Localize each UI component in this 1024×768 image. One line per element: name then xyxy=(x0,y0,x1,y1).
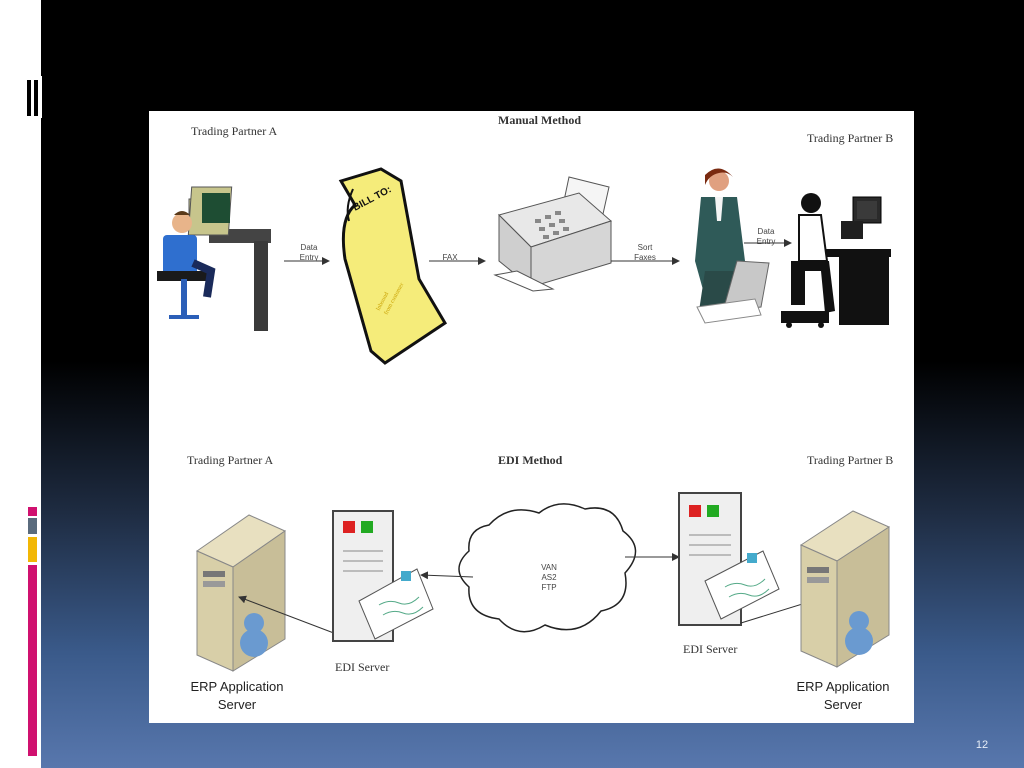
diagram-graphics: BILL TO: Inbound from customer xyxy=(157,167,891,672)
sort-faxes-label: Sort Faxes xyxy=(634,243,656,262)
data-entry-person-icon xyxy=(781,193,891,328)
erp-label-right: ERP Application Server xyxy=(796,679,890,712)
title-decoration-slot-2 xyxy=(34,80,38,116)
slide-page-number: 12 xyxy=(975,739,989,751)
edi-method-title: EDI Method xyxy=(498,453,563,467)
erp-server-right-icon xyxy=(799,510,891,668)
accent-bar-gold xyxy=(28,537,37,562)
manual-partner-a-label: Trading Partner A xyxy=(191,124,278,138)
accent-bar-magenta-2 xyxy=(28,565,37,756)
accent-bar-slate xyxy=(28,518,37,534)
manual-method-title: Manual Method xyxy=(498,113,582,127)
data-entry-label-2: Data Entry xyxy=(756,227,776,246)
arrow-cloud-to-edi-left xyxy=(420,571,474,580)
fax-machine-icon xyxy=(493,176,612,292)
title-decoration-slot xyxy=(27,80,31,116)
workstation-person-icon xyxy=(157,186,271,331)
bill-document-icon xyxy=(338,167,448,365)
network-cloud-icon xyxy=(458,503,637,633)
office-worker-icon xyxy=(695,168,770,324)
arrow-edi-to-erp-left xyxy=(238,595,340,636)
edi-partner-b-label: Trading Partner B xyxy=(807,453,894,467)
edi-server-right-icon xyxy=(678,492,780,626)
manual-partner-b-label: Trading Partner B xyxy=(807,131,894,145)
edi-server-left-icon xyxy=(332,510,434,642)
data-entry-label-1: Data Entry xyxy=(299,243,319,262)
erp-server-left-icon xyxy=(195,514,287,672)
edi-comparison-diagram: BILL TO: Inbound from customer xyxy=(149,111,914,723)
fax-label: FAX xyxy=(442,253,458,262)
erp-label-left: ERP Application Server xyxy=(190,679,284,712)
edi-partner-a-label: Trading Partner A xyxy=(187,453,274,467)
cloud-protocols-label: VAN AS2 FTP xyxy=(541,563,557,592)
accent-bar-magenta-1 xyxy=(28,507,37,516)
title-decoration-white xyxy=(22,76,42,118)
edi-server-label-right: EDI Server xyxy=(683,642,738,656)
edi-server-label-left: EDI Server xyxy=(335,660,390,674)
